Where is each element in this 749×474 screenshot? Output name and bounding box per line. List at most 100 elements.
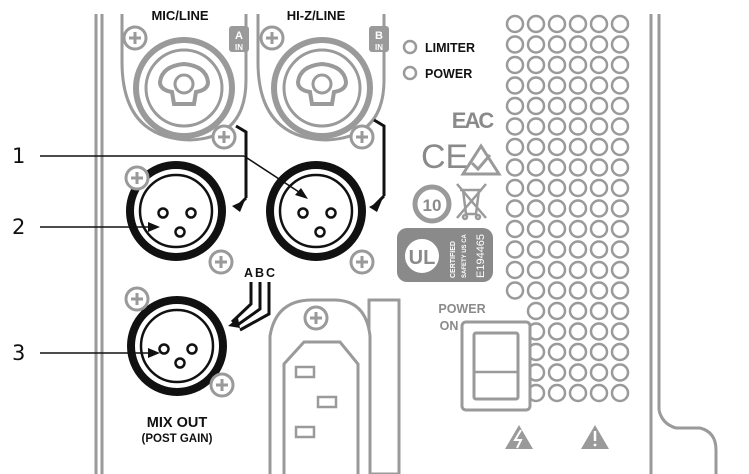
vent-hole: [589, 178, 609, 198]
screw-icon: [124, 286, 150, 312]
callout-1: 1: [12, 144, 308, 199]
ce-mark: CE: [421, 138, 468, 176]
vent-hole: [568, 96, 588, 116]
callout-3: 3: [12, 341, 160, 365]
vent-hole: [547, 76, 567, 95]
route-label-c: C: [266, 266, 275, 280]
screw-icon: [303, 305, 329, 331]
route-b-to-mix: [235, 282, 262, 328]
input-b-label: HI-Z/LINE: [287, 8, 346, 23]
route-b-to-thru-b: [373, 118, 386, 196]
vent-hole: [610, 199, 630, 218]
input-a-badge: [229, 26, 249, 52]
vent-hole: [526, 14, 546, 34]
vent-hole: [568, 301, 588, 321]
vent-hole: [505, 219, 525, 239]
vent-hole: [610, 35, 630, 54]
caution-icon: [581, 425, 609, 449]
vent-hole: [505, 281, 525, 300]
vent-hole: [547, 117, 567, 136]
power-switch-rocker[interactable]: [472, 331, 520, 401]
route-a-to-thru-a: [235, 124, 248, 198]
rcm-mark-icon: [460, 143, 502, 176]
vent-hole: [589, 322, 609, 341]
vent-hole: [547, 55, 567, 75]
vent-hole: [547, 363, 567, 382]
route-c-to-mix: [239, 282, 271, 332]
vent-hole: [589, 55, 609, 75]
vent-hole: [547, 178, 567, 198]
input-b-badge: [369, 26, 389, 52]
screw-icon: [211, 124, 237, 150]
xlr-mix-out: MIX OUT (POST GAIN): [124, 286, 235, 445]
vent-hole: [610, 76, 630, 95]
vent-hole: [547, 14, 567, 34]
vent-hole: [610, 158, 630, 177]
vent-hole: [589, 137, 609, 157]
vent-hole: [526, 158, 546, 177]
vent-hole: [568, 14, 588, 34]
vent-hole: [568, 219, 588, 239]
input-b-badge-sub: IN: [375, 43, 383, 52]
input-a-badge-letter: A: [235, 30, 243, 42]
input-a-badge-sub: IN: [235, 43, 243, 52]
iec-power-inlet: [268, 298, 401, 474]
vent-hole: [526, 55, 546, 75]
vent-hole: [568, 240, 588, 259]
combo-input-b: B IN HI-Z/LINE: [256, 8, 389, 150]
vent-hole: [589, 199, 609, 218]
power-led-label: POWER: [425, 67, 472, 81]
callout-2-number: 2: [12, 215, 25, 239]
screw-icon: [209, 372, 235, 398]
vent-hole: [589, 281, 609, 300]
vent-hole: [610, 363, 630, 382]
vent-hole: [589, 14, 609, 34]
vent-hole: [568, 35, 588, 54]
vent-hole: [589, 96, 609, 116]
vent-hole: [547, 383, 567, 403]
ventilation-grid: [505, 14, 630, 403]
screw-icon: [349, 249, 375, 275]
vent-hole: [610, 240, 630, 259]
screw-icon: [122, 25, 148, 51]
vent-hole: [589, 342, 609, 362]
vent-hole: [589, 219, 609, 239]
vent-hole: [505, 240, 525, 259]
vent-hole: [526, 137, 546, 157]
vent-hole: [526, 240, 546, 259]
eac-mark: EAC: [452, 100, 496, 133]
xlr-thru-a: [124, 161, 234, 275]
vent-hole: [610, 322, 630, 341]
ce-text: CE: [421, 138, 468, 176]
recycle-10-icon: 10: [412, 184, 452, 224]
vent-hole: [547, 199, 567, 218]
vent-hole: [547, 281, 567, 300]
input-a-label: MIC/LINE: [151, 8, 208, 23]
vent-hole: [610, 117, 630, 136]
vent-hole: [505, 76, 525, 95]
vent-hole: [526, 281, 546, 300]
vent-hole: [505, 117, 525, 136]
eac-text: EAC: [452, 108, 495, 133]
vent-hole: [568, 158, 588, 177]
vent-hole: [589, 363, 609, 382]
route-a-to-mix: [230, 282, 253, 324]
vent-hole: [526, 199, 546, 218]
vent-hole: [589, 76, 609, 95]
vent-hole: [610, 383, 630, 403]
vent-hole: [568, 137, 588, 157]
xlr-thru-b: [266, 161, 375, 275]
vent-hole: [526, 301, 546, 321]
vent-hole: [547, 240, 567, 259]
vent-hole: [610, 137, 630, 157]
led-icon: [402, 39, 418, 55]
power-switch-label-2: ON: [440, 319, 459, 333]
route-label-a: A: [244, 266, 253, 280]
vent-hole: [610, 281, 630, 300]
vent-hole: [568, 178, 588, 198]
vent-hole: [547, 301, 567, 321]
screw-icon: [349, 124, 375, 150]
vent-hole: [547, 342, 567, 362]
